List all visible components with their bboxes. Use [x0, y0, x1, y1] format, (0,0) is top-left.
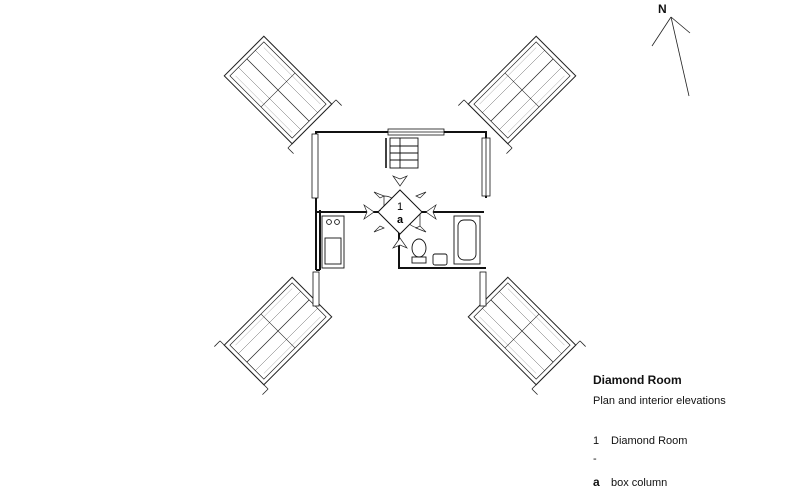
legend-item: a box column	[593, 475, 667, 490]
legend-key: a	[593, 475, 600, 489]
elevation-top-right	[457, 31, 581, 155]
marker-letter: a	[397, 214, 404, 226]
plan-stair	[385, 137, 419, 169]
legend-title: Diamond Room	[593, 373, 682, 387]
elevation-top-left	[219, 31, 343, 155]
north-arrow	[651, 16, 691, 97]
plan-bathroom	[411, 215, 481, 266]
legend-key: -	[593, 453, 597, 465]
elevation-marker: 1 a	[363, 175, 437, 249]
legend-item: 1 Diamond Room	[593, 434, 687, 448]
legend-label: Diamond Room	[611, 435, 688, 447]
plan-kitchen	[321, 215, 345, 269]
legend-item: -	[593, 452, 611, 466]
legend: Diamond Room Plan and interior elevation…	[593, 372, 793, 489]
legend-subtitle: Plan and interior elevations	[593, 395, 726, 407]
north-label: N	[658, 2, 667, 16]
plan-windows	[311, 128, 491, 307]
legend-label: box column	[611, 477, 668, 489]
legend-key: 1	[593, 435, 600, 447]
marker-number: 1	[397, 201, 403, 213]
